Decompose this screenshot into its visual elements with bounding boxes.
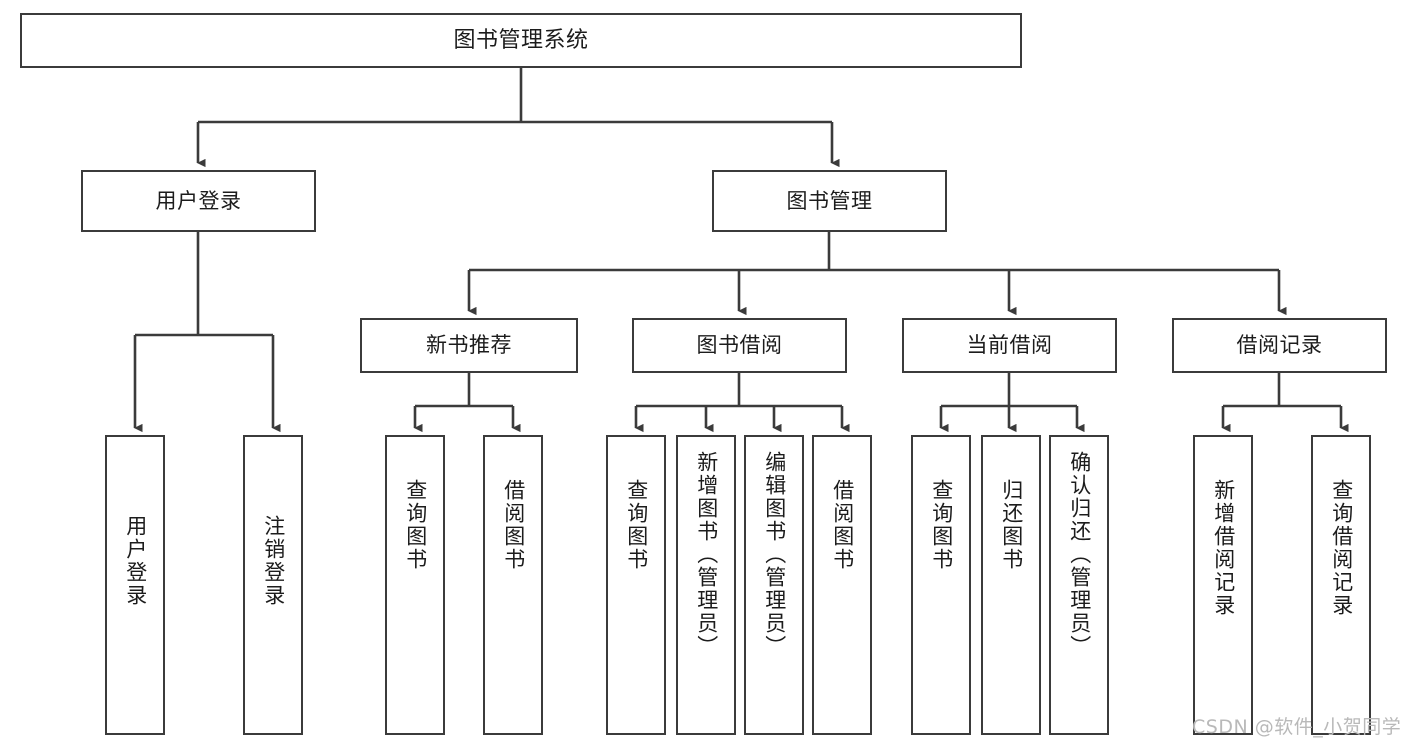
- leaf-current-borrow-query[interactable]: 查询图书: [911, 435, 971, 735]
- leaf-book-borrow-borrow[interactable]: 借阅图书: [812, 435, 872, 735]
- node-label: 查询借阅记录: [1329, 479, 1354, 617]
- node-root-book-management-system[interactable]: 图书管理系统: [20, 13, 1022, 68]
- node-label: 归还图书: [999, 479, 1024, 571]
- node-label: 图书管理系统: [453, 27, 589, 53]
- leaf-new-book-borrow[interactable]: 借阅图书: [483, 435, 543, 735]
- node-label: 新增借阅记录: [1211, 479, 1236, 617]
- node-current-borrow[interactable]: 当前借阅: [902, 318, 1117, 373]
- leaf-user-login-logout[interactable]: 注销登录: [243, 435, 303, 735]
- node-label: 借阅记录: [1236, 333, 1323, 358]
- leaf-new-book-query[interactable]: 查询图书: [385, 435, 445, 735]
- leaf-book-borrow-query[interactable]: 查询图书: [606, 435, 666, 735]
- node-label: 新增图书（管理员）: [694, 451, 719, 658]
- node-label: 借阅图书: [501, 479, 526, 571]
- node-label: 确认归还（管理员）: [1067, 451, 1092, 658]
- leaf-current-borrow-return[interactable]: 归还图书: [981, 435, 1041, 735]
- node-label: 用户登录: [155, 188, 242, 213]
- node-user-login[interactable]: 用户登录: [81, 170, 316, 232]
- leaf-book-borrow-add-admin[interactable]: 新增图书（管理员）: [676, 435, 736, 735]
- node-label: 当前借阅: [966, 333, 1053, 358]
- node-book-borrow[interactable]: 图书借阅: [632, 318, 847, 373]
- node-label: 查询图书: [624, 479, 649, 571]
- node-label: 图书管理: [786, 188, 873, 213]
- node-label: 查询图书: [929, 479, 954, 571]
- leaf-book-borrow-edit-admin[interactable]: 编辑图书（管理员）: [744, 435, 804, 735]
- node-label: 编辑图书（管理员）: [762, 451, 787, 658]
- node-label: 新书推荐: [426, 333, 512, 358]
- node-borrow-record[interactable]: 借阅记录: [1172, 318, 1387, 373]
- csdn-watermark: CSDN @软件_小贺同学: [1192, 716, 1402, 738]
- node-label: 图书借阅: [696, 333, 783, 358]
- leaf-borrow-record-query[interactable]: 查询借阅记录: [1311, 435, 1371, 735]
- leaf-user-login-login[interactable]: 用户登录: [105, 435, 165, 735]
- node-label: 查询图书: [403, 479, 428, 571]
- node-label: 注销登录: [261, 515, 286, 607]
- node-new-book-recommend[interactable]: 新书推荐: [360, 318, 578, 373]
- leaf-borrow-record-add[interactable]: 新增借阅记录: [1193, 435, 1253, 735]
- node-label: 借阅图书: [830, 479, 855, 571]
- node-book-management[interactable]: 图书管理: [712, 170, 947, 232]
- node-label: 用户登录: [123, 515, 148, 607]
- leaf-current-borrow-confirm-admin[interactable]: 确认归还（管理员）: [1049, 435, 1109, 735]
